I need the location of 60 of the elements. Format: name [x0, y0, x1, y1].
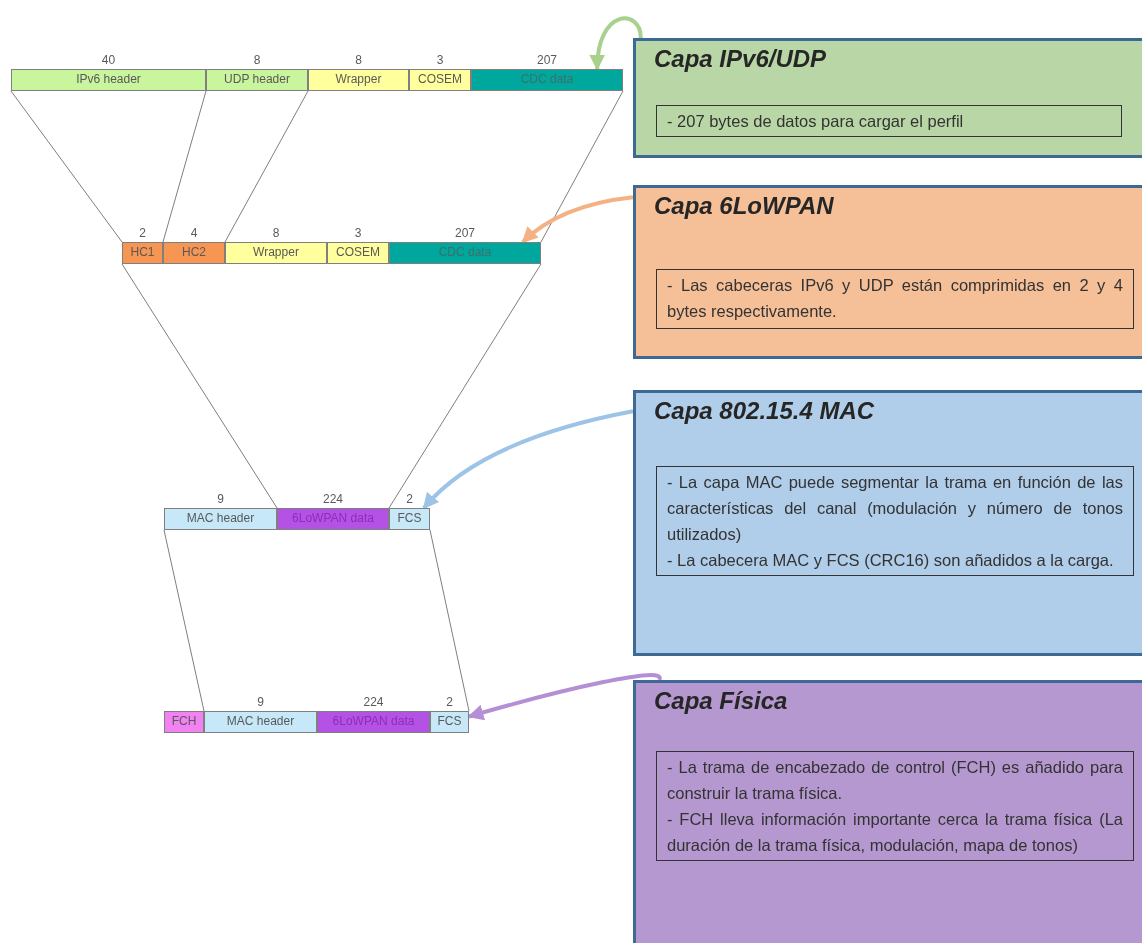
description-text: - La trama de encabezado de control (FCH) es añadido para construir la trama física.	[667, 757, 1123, 804]
frame-field: COSEM	[327, 242, 389, 264]
frame-field: HC1	[122, 242, 163, 264]
frame-field: CDC data	[471, 69, 623, 91]
field-size: 40	[100, 53, 117, 67]
field-size: 2	[138, 226, 147, 240]
description-box	[656, 466, 1134, 576]
frame-field: FCH	[164, 711, 204, 733]
panel-heading: Capa IPv6/UDP	[654, 45, 827, 73]
description-box	[656, 269, 1134, 329]
frame-field: HC2	[163, 242, 225, 264]
panel-heading: Capa 6LoWPAN	[654, 192, 834, 220]
panel-heading: Capa 802.15.4 MAC	[654, 397, 875, 425]
panel-heading: Capa Física	[654, 687, 788, 715]
description-text: - La capa MAC puede segmentar la trama en función de las características del canal (modulación y número de tonos utilizados)	[667, 472, 1123, 545]
description-text: - La cabecera MAC y FCS (CRC16) son añadidos a la carga.	[667, 550, 1115, 571]
frame-field: IPv6 header	[11, 69, 206, 91]
frame-field: CDC data	[389, 242, 541, 264]
arrow	[422, 409, 634, 510]
layer-panel	[633, 185, 1142, 359]
field-size: 3	[435, 53, 445, 67]
description-box	[656, 751, 1134, 861]
layer-panel	[633, 38, 1142, 158]
frame-field: MAC header	[204, 711, 317, 733]
field-size: 207	[454, 226, 476, 240]
field-size: 4	[189, 226, 199, 240]
field-size: 8	[271, 226, 281, 240]
frame-field: Wrapper	[225, 242, 327, 264]
field-size: 8	[354, 53, 363, 67]
field-size: 8	[252, 53, 262, 67]
field-size: 224	[322, 492, 344, 506]
arrow	[467, 673, 662, 721]
mapping-line	[162, 90, 207, 243]
mapping-line	[388, 263, 542, 509]
frame-field: UDP header	[206, 69, 308, 91]
frame-field: FCS	[389, 508, 430, 530]
description-box	[656, 105, 1122, 137]
layer-panel	[633, 680, 1142, 943]
frame-field: MAC header	[164, 508, 277, 530]
mapping-line	[163, 529, 205, 712]
mapping-line	[540, 90, 624, 243]
description-text: - FCH lleva información importante cerca la trama física (La duración de la trama física, modulación, mapa de tonos)	[667, 809, 1123, 856]
layer-panel	[633, 390, 1142, 656]
description-text: - Las cabeceras IPv6 y UDP están comprimidas en 2 y 4 bytes respectivamente.	[667, 275, 1123, 322]
frame-field: FCS	[430, 711, 469, 733]
mapping-line	[10, 90, 123, 243]
mapping-line	[121, 263, 278, 509]
frame-field: COSEM	[409, 69, 471, 91]
field-size: 3	[353, 226, 363, 240]
arrow	[521, 195, 634, 244]
mapping-line	[429, 529, 470, 712]
frame-field: Wrapper	[308, 69, 409, 91]
arrow	[590, 16, 643, 71]
field-size: 9	[216, 492, 225, 506]
field-size: 2	[445, 695, 454, 709]
field-size: 207	[536, 53, 558, 67]
field-size: 224	[362, 695, 385, 709]
description-text: - 207 bytes de datos para cargar el perfil	[667, 111, 965, 132]
field-size: 2	[405, 492, 414, 506]
field-size: 9	[256, 695, 265, 709]
